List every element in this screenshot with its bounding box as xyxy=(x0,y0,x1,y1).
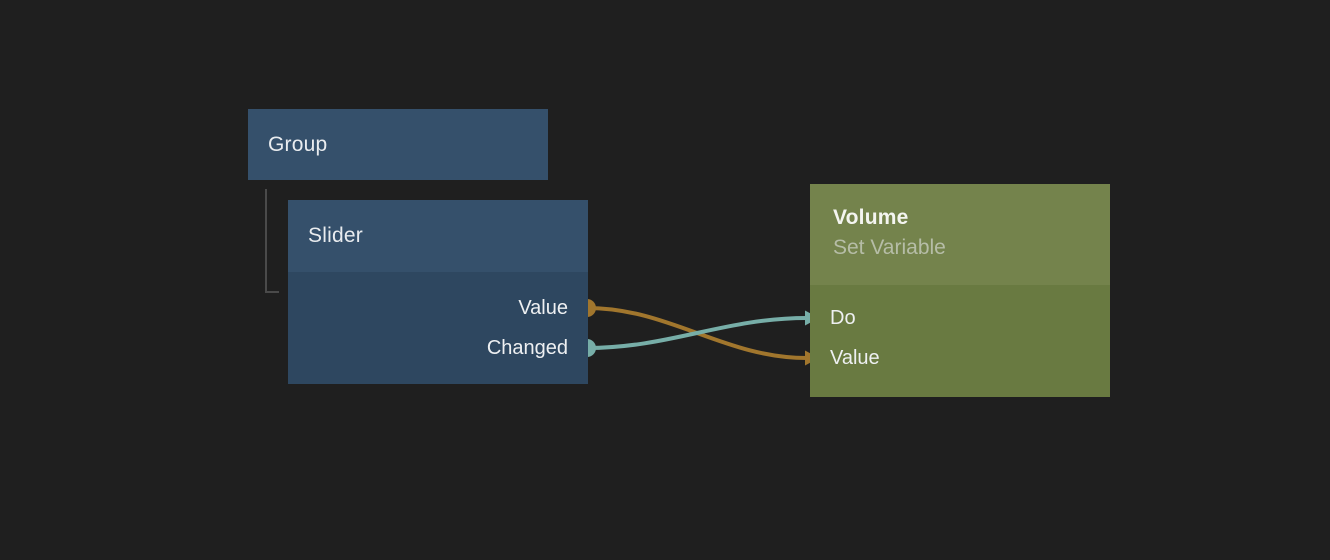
input-label-do: Do xyxy=(830,306,856,329)
node-volume-header[interactable]: Volume Set Variable xyxy=(810,184,1110,285)
node-volume-body: Do Value xyxy=(810,285,1110,397)
output-row-value[interactable]: Value xyxy=(288,288,588,328)
node-volume-subtitle: Set Variable xyxy=(833,236,946,259)
node-group-title: Group xyxy=(268,132,328,156)
input-row-value[interactable]: Value xyxy=(810,338,1110,378)
wire-slider-changed-to-volume-do[interactable] xyxy=(585,316,809,350)
node-slider-title: Slider xyxy=(308,224,363,247)
output-row-changed[interactable]: Changed xyxy=(288,328,588,368)
input-label-value: Value xyxy=(830,346,880,369)
output-label-value: Value xyxy=(518,296,568,319)
node-slider-header[interactable]: Slider xyxy=(288,200,588,272)
group-child-tree-line xyxy=(265,189,279,293)
node-slider-body: Value Changed xyxy=(288,272,588,384)
node-slider[interactable]: Slider Value Changed xyxy=(288,200,588,384)
node-group[interactable]: Group xyxy=(248,109,548,180)
output-label-changed: Changed xyxy=(486,336,568,359)
node-volume-title: Volume xyxy=(833,206,909,229)
input-row-do[interactable]: Do xyxy=(810,298,1110,338)
node-volume[interactable]: Volume Set Variable Do Value xyxy=(810,184,1110,397)
